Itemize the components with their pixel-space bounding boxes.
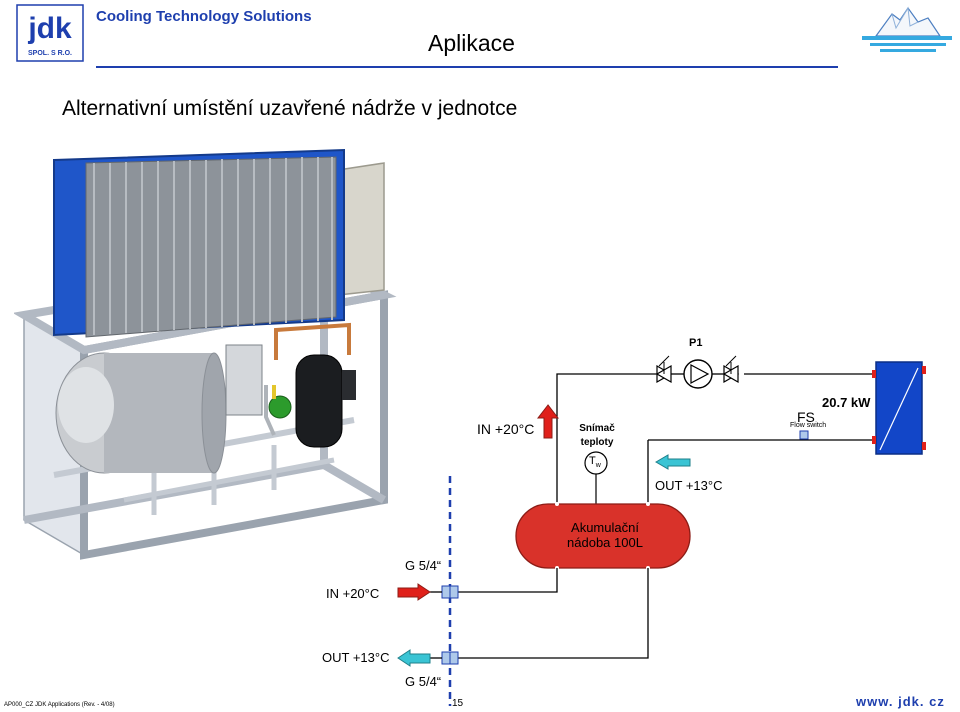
logo-text: jdk [27,12,72,45]
page-number: 15 [452,698,464,709]
brand-name: Cooling Technology Solutions [96,8,312,25]
sensor-subscript: w [595,462,601,470]
flow-switch-label: FS [797,409,815,425]
outlet-pipe [457,568,649,659]
sensor-symbol-label: Tw [589,455,601,469]
tank-label-line1: Akumulační [571,520,639,535]
inlet-top-arrow-icon [536,404,560,439]
header-divider [96,66,838,68]
doc-reference: AP000_CZ JDK Applications (Rev. - 4/08) [4,702,115,708]
logo-subtext: SPOL. S R.O. [28,50,72,57]
connection-top-label: G 5/4“ [405,558,442,573]
outlet-top-arrow-icon [655,454,691,470]
connector-bottom-icon [441,651,459,665]
outlet-bottom-label: OUT +13°C [322,650,390,665]
tank-label-line2: nádoba 100L [567,535,643,550]
outlet-bottom-arrow-icon [397,649,431,667]
website-link[interactable]: www. jdk. cz [856,694,945,709]
pump-icon [683,359,713,389]
header-title: Aplikace [428,30,515,56]
sensor-symbol: T [589,455,596,467]
valve-right-icon [722,355,740,384]
power-label: 20.7 kW [822,395,871,410]
inlet-pipe [457,568,558,593]
sensor-label-line1: Snímač [579,423,615,434]
inlet-top-label: IN +20°C [477,421,535,437]
sensor-label: Snímač teploty [566,422,628,450]
storage-tank-icon [515,502,691,570]
tank-label: Akumulační nádoba 100L [520,520,690,550]
flow-switch-icon [799,430,809,440]
iceberg-logo [856,4,956,56]
supply-pipe-left [556,373,658,505]
inlet-bottom-label: IN +20°C [326,586,380,601]
connector-top-icon [441,585,459,599]
unit-illustration [12,145,424,570]
logo: jdk SPOL. S R.O. [16,4,84,62]
sensor-icon [584,451,608,475]
inlet-bottom-arrow-icon [397,583,431,601]
connection-bottom-label: G 5/4“ [405,674,442,689]
heat-exchanger-icon [872,361,926,455]
outlet-top-label: OUT +13°C [655,478,723,493]
slide-title: Alternativní umístění uzavřené nádrže v … [62,97,518,120]
flow-switch-caption: Flow switch [790,422,827,429]
valve-left-icon [655,355,673,384]
sensor-label-line2: teploty [580,437,614,448]
pump-label: P1 [689,337,703,349]
